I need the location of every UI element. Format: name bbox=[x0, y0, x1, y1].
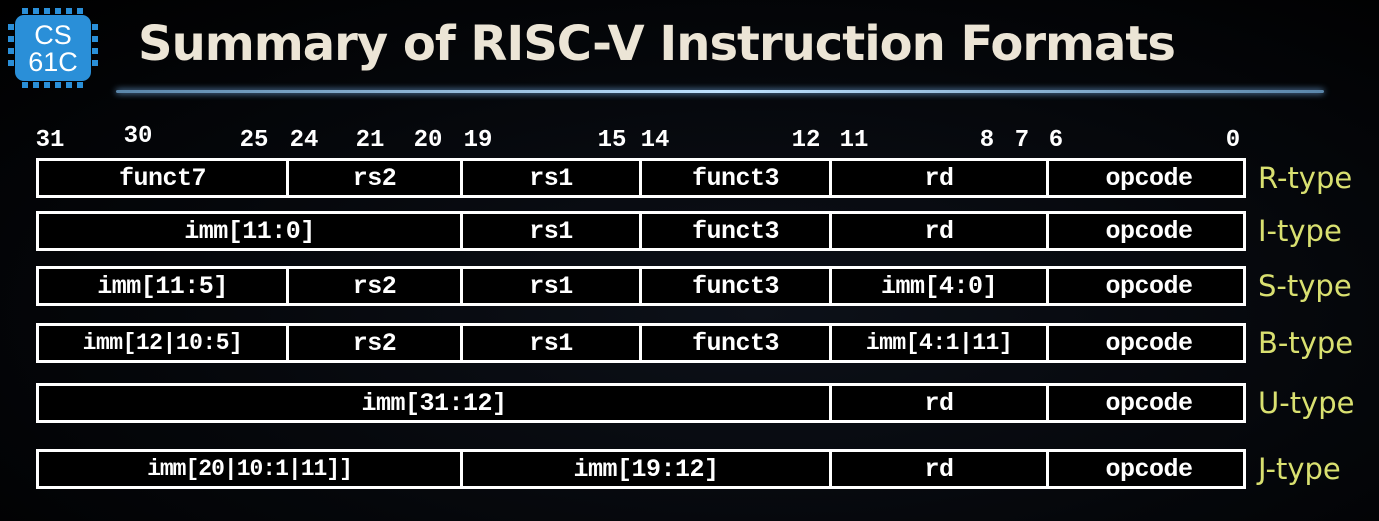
cs61c-logo: CS 61C bbox=[8, 8, 98, 88]
field-funct3: funct3 bbox=[639, 326, 829, 360]
field-imm-11-5: imm[11:5] bbox=[97, 271, 228, 301]
field-rs2: rs2 bbox=[286, 269, 460, 303]
field-rs1: rs1 bbox=[460, 269, 639, 303]
type-label-b-type: B-type bbox=[1258, 326, 1354, 360]
field-imm-4-0: imm[4:0] bbox=[829, 269, 1046, 303]
type-label-r-type: R-type bbox=[1258, 161, 1353, 195]
field-opcode: opcode bbox=[1046, 161, 1249, 195]
field-rd: rd bbox=[829, 161, 1046, 195]
bit-label-14: 14 bbox=[640, 127, 670, 154]
field-rs2: rs2 bbox=[286, 161, 460, 195]
bit-label-19: 19 bbox=[463, 127, 493, 154]
field-rd: rd bbox=[829, 214, 1046, 248]
field-rs1: rs1 bbox=[460, 214, 639, 248]
field-funct7: funct7 bbox=[118, 163, 207, 193]
bit-label-0: 0 bbox=[1225, 127, 1241, 154]
field-rs1: rs1 bbox=[460, 161, 639, 195]
bit-label-6: 6 bbox=[1048, 127, 1064, 154]
title-divider bbox=[116, 90, 1324, 93]
field-rd: rd bbox=[829, 452, 1046, 486]
field-funct3: funct3 bbox=[639, 269, 829, 303]
bit-label-8: 8 bbox=[979, 127, 995, 154]
field-imm-4-1-11: imm[4:1|11] bbox=[829, 326, 1046, 360]
field-opcode: opcode bbox=[1046, 269, 1249, 303]
bit-label-21: 21 bbox=[355, 127, 385, 154]
field-imm-31-12: imm[31:12] bbox=[361, 388, 507, 418]
field-opcode: opcode bbox=[1046, 326, 1249, 360]
field-opcode: opcode bbox=[1046, 452, 1249, 486]
bit-label-25: 25 bbox=[239, 127, 269, 154]
field-rs1: rs1 bbox=[460, 326, 639, 360]
field-imm-12-10-5: imm[12|10:5] bbox=[82, 330, 243, 356]
type-label-s-type: S-type bbox=[1258, 269, 1352, 303]
type-label-i-type: I-type bbox=[1258, 214, 1342, 248]
bit-label-12: 12 bbox=[791, 127, 821, 154]
logo-line2: 61C bbox=[28, 47, 78, 77]
bit-label-11: 11 bbox=[839, 127, 869, 154]
field-rs2: rs2 bbox=[286, 326, 460, 360]
field-funct3: funct3 bbox=[639, 161, 829, 195]
bit-label-31: 31 bbox=[35, 127, 65, 154]
field-rd: rd bbox=[829, 386, 1046, 420]
logo-line1: CS bbox=[34, 20, 72, 50]
type-label-u-type: U-type bbox=[1258, 386, 1355, 420]
bit-label-7: 7 bbox=[1014, 127, 1030, 154]
type-label-j-type: J-type bbox=[1258, 452, 1341, 486]
field-imm-19-12: imm[19:12] bbox=[460, 452, 829, 486]
bit-label-24: 24 bbox=[289, 127, 319, 154]
field-imm-11-0: imm[11:0] bbox=[184, 216, 315, 246]
page-title: Summary of RISC-V Instruction Formats bbox=[138, 16, 1176, 72]
bit-label-20: 20 bbox=[413, 127, 443, 154]
field-funct3: funct3 bbox=[639, 214, 829, 248]
field-opcode: opcode bbox=[1046, 214, 1249, 248]
field-opcode: opcode bbox=[1046, 386, 1249, 420]
field-imm-20-10-1-11: imm[20|10:1|11]] bbox=[147, 456, 353, 482]
bit-label-15: 15 bbox=[597, 127, 627, 154]
bit-label-30: 30 bbox=[123, 123, 153, 150]
